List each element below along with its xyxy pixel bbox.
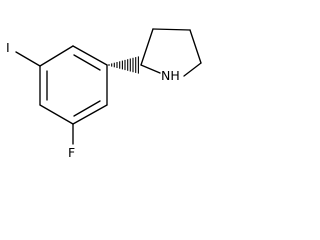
- iodine-label: I: [6, 40, 10, 55]
- pyrrolidine-ring: [140, 28, 202, 77]
- ring-bond-c4-c5: [39, 104, 74, 125]
- bond-c5-n: [183, 62, 202, 77]
- double-bond-inner-1: [73, 54, 101, 71]
- bond-c-iodine: [15, 51, 41, 67]
- bond-n-c2: [140, 64, 161, 74]
- hashed-wedge-bond: [108, 56, 139, 74]
- fluorine-label: F: [68, 145, 75, 160]
- benzene-ring: [39, 45, 108, 125]
- bond-c4-c5: [189, 29, 202, 64]
- ring-bond-c2-c3: [39, 45, 74, 67]
- double-bond-inner-3: [73, 100, 101, 117]
- bond-c2-c3: [140, 28, 154, 66]
- molecule-structure: I F NH: [6, 28, 202, 160]
- ring-bond-c1-c2: [72, 45, 108, 66]
- nh-label: NH: [161, 68, 180, 83]
- bond-c3-c4: [152, 28, 191, 31]
- ring-bond-c5-c6: [72, 104, 108, 125]
